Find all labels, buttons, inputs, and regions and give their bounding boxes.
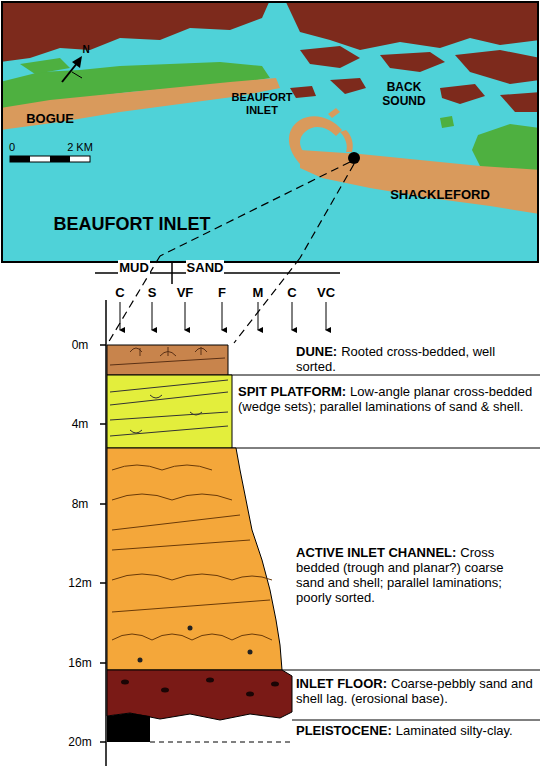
scale-label: 0 [9,141,15,154]
grain-class: SAND [186,260,225,275]
unit-description: ACTIVE INLET CHANNEL:Cross bedded (troug… [296,545,534,605]
unit-heading: INLET FLOOR: [296,676,387,691]
unit-heading: DUNE: [296,344,337,359]
unit-description: INLET FLOOR:Coarse-pebbly sand and shell… [296,676,534,706]
grain-size: S [147,285,158,300]
inlet-name: BEAUFORT INLET [54,214,211,235]
unit-heading: ACTIVE INLET CHANNEL: [296,545,456,560]
grain-size: F [217,285,227,300]
depth-label: 4m [72,417,89,431]
grain-size: C [286,285,297,300]
grain-class: MUD [118,260,150,275]
grain-size: C [114,285,125,300]
unit-text: Laminated silty-clay. [396,723,513,738]
depth-label: 8m [72,497,89,511]
map [2,2,538,262]
unit-description: SPIT PLATFORM:Low-angle planar cross-bed… [238,384,534,414]
island-name: BOGUE [26,111,74,126]
unit-description: DUNE:Rooted cross-bedded, well sorted. [296,344,534,374]
grain-size: VC [316,285,336,300]
scale-label: 2 KM [67,141,93,154]
grain-size: M [252,285,265,300]
water-name: BACK SOUND [374,80,434,108]
island-name: SHACKLEFORD [390,187,490,202]
depth-label: 16m [68,656,91,670]
depth-label: 12m [68,576,91,590]
unit-description: PLEISTOCENE: Laminated silty-clay. [296,723,534,738]
north-label: N [82,44,89,56]
depth-label: 0m [72,338,89,352]
inlet-name: BEAUFORT INLET [230,91,294,117]
unit-heading: SPIT PLATFORM: [238,384,346,399]
depth-label: 20m [68,735,91,749]
grain-size: VF [176,285,195,300]
unit-heading: PLEISTOCENE: [296,723,392,738]
